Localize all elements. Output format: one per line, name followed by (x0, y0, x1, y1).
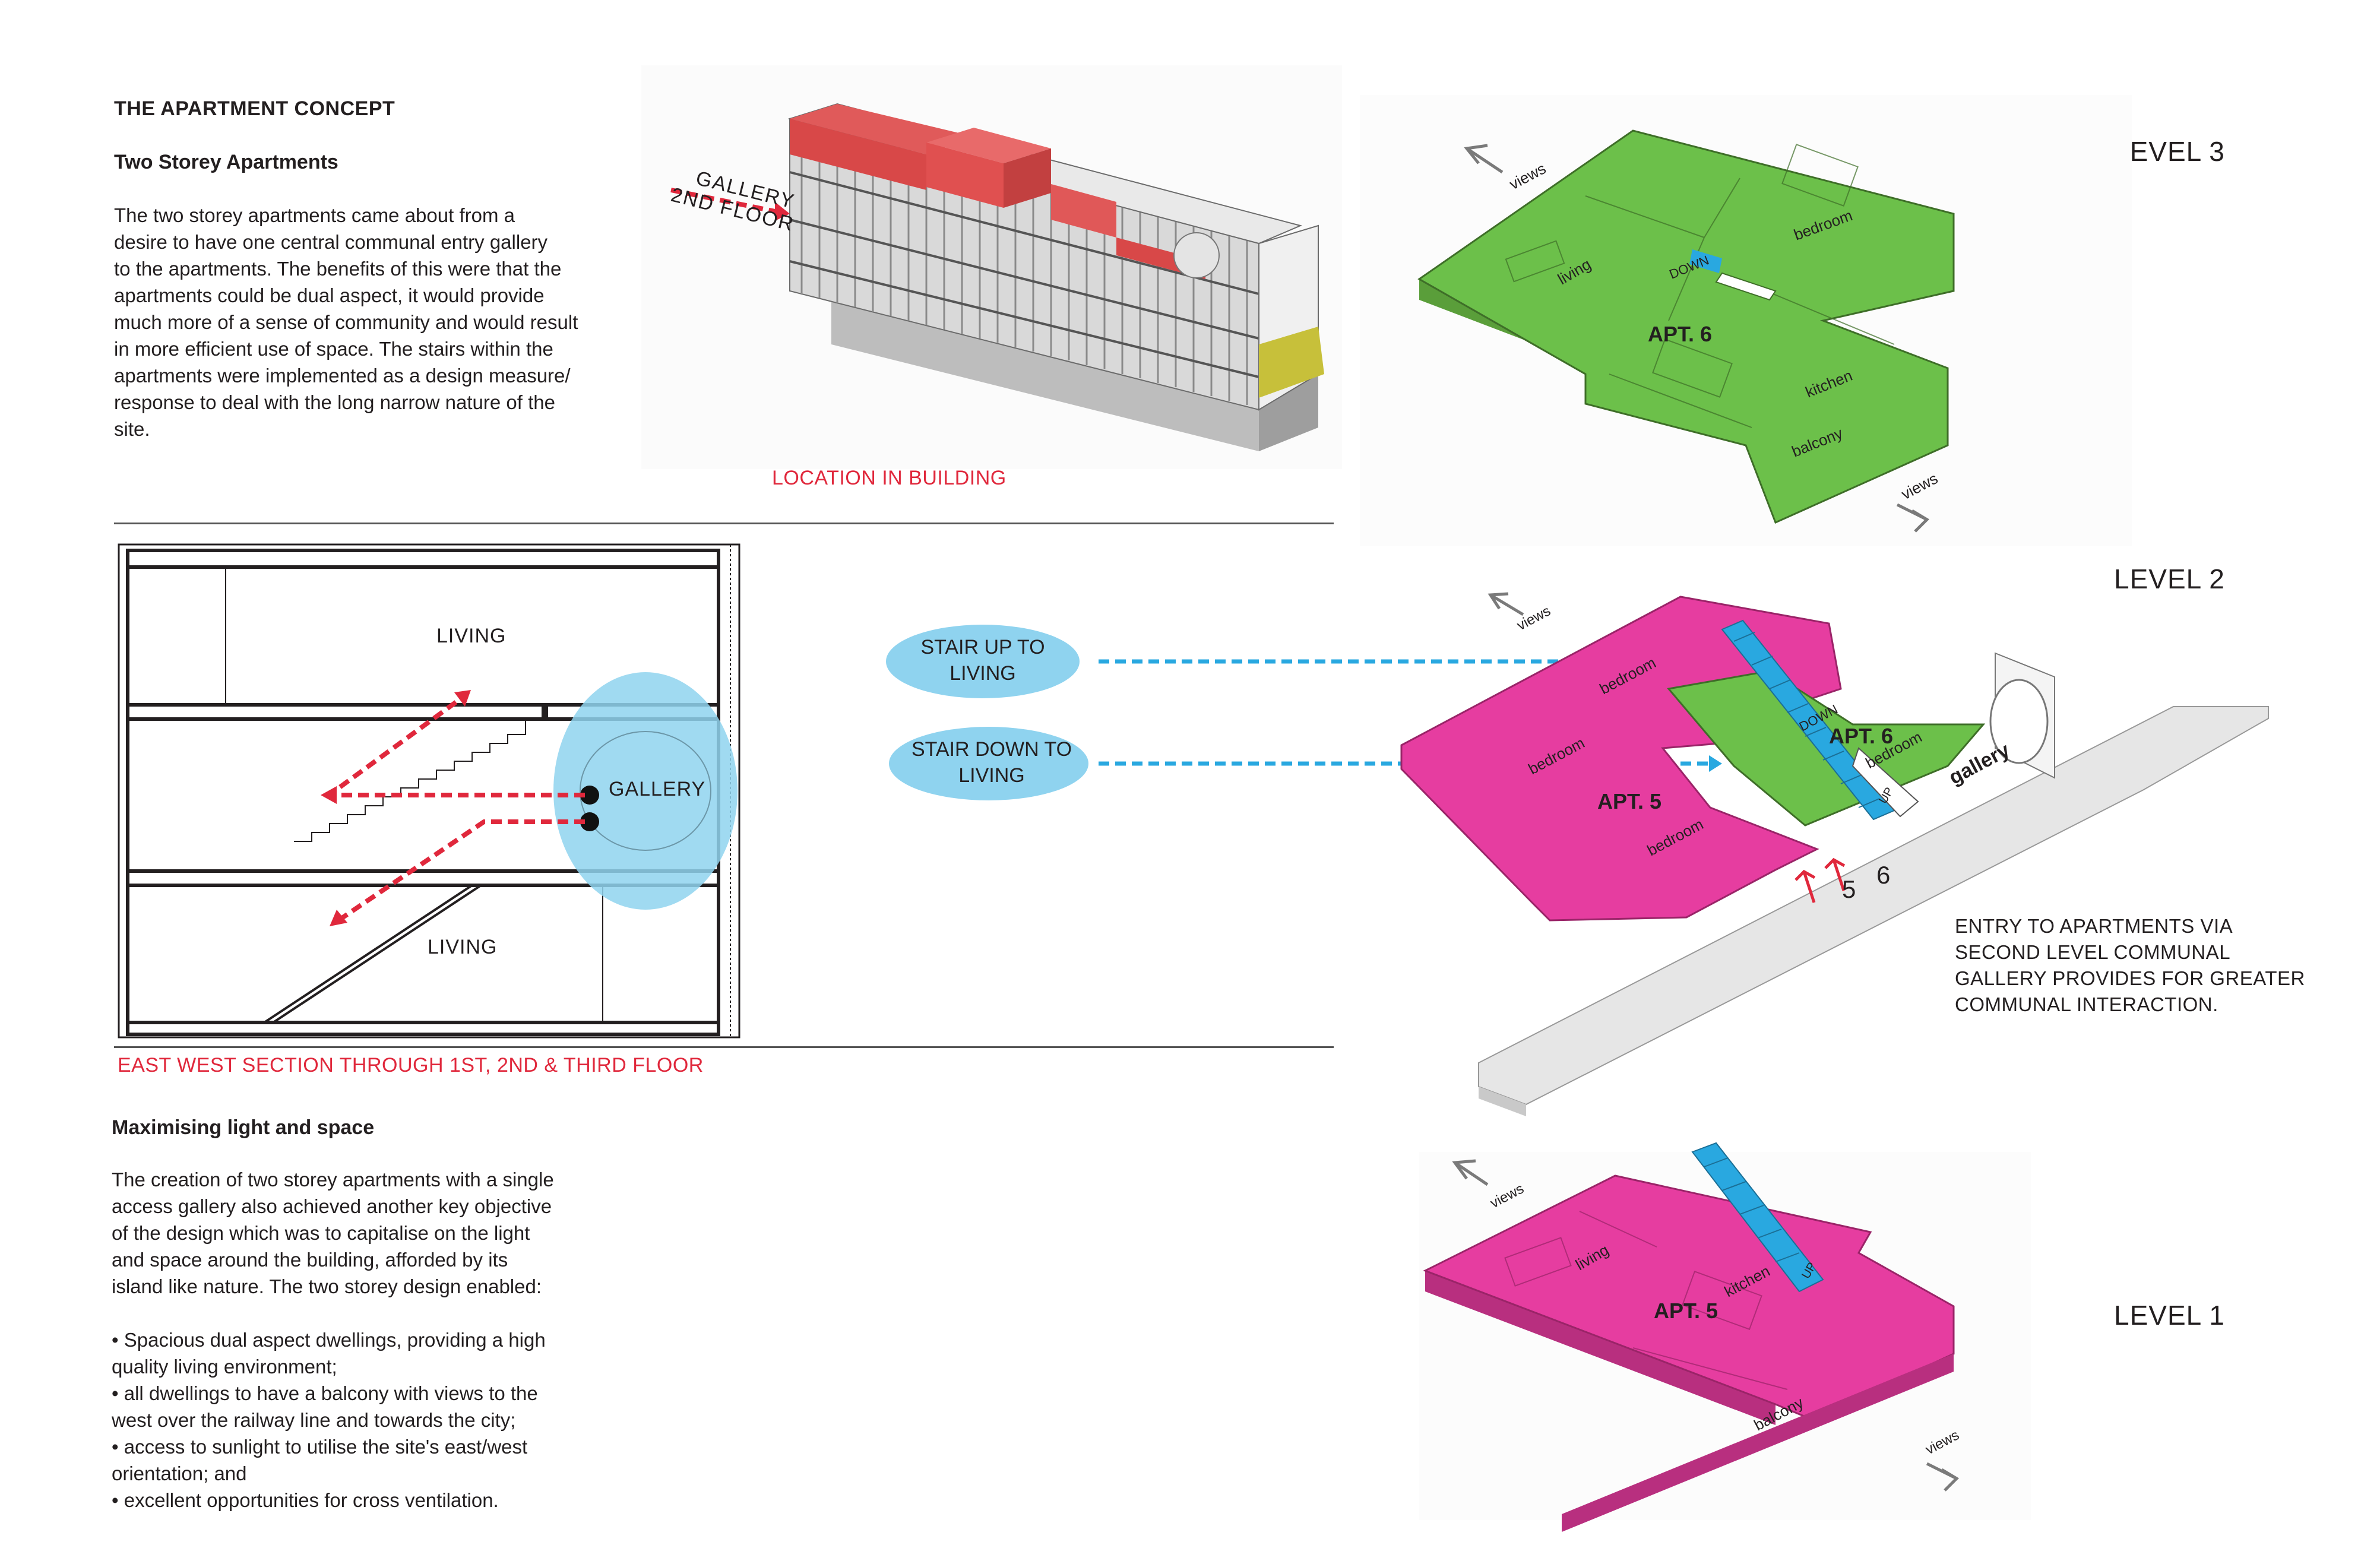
l1-apt-label: APT. 5 (1654, 1299, 1718, 1323)
level2-plan: views bedroom bedroom bedroom bedroom DO… (1400, 592, 2269, 1116)
level3-plan: views views living bedroom kitchen balco… (1360, 95, 2132, 546)
building-axonometric: GALLERY 2ND FLOOR (641, 65, 1342, 469)
l2-views: views (1514, 603, 1553, 634)
entry-note: ENTRY TO APARTMENTS VIA SECOND LEVEL COM… (1955, 915, 2305, 1015)
level2-label: LEVEL 2 (2114, 563, 2225, 594)
l1-stair-run (1691, 1142, 1824, 1293)
level1-plan: views views living kitchen balcony UP AP… (1419, 1142, 2031, 1532)
section-caption: EAST WEST SECTION THROUGH 1ST, 2ND & THI… (118, 1054, 704, 1077)
gallery-bubble (553, 672, 738, 910)
l1-floor (1423, 1174, 1955, 1420)
section-upper-living: LIVING (436, 625, 506, 647)
body2-body: The creation of two storey apartments wi… (112, 1169, 554, 1511)
page-title: THE APARTMENT CONCEPT (114, 97, 395, 120)
stair-up-bubble (886, 625, 1080, 698)
stair-down-label: STAIR DOWN TO LIVING (911, 738, 1072, 787)
stair-down-bubble (889, 727, 1088, 800)
intro-heading: Two Storey Apartments (114, 151, 338, 173)
l2-apt6-label: APT. 6 (1829, 724, 1893, 748)
body2-heading: Maximising light and space (112, 1116, 375, 1139)
l3-apt-label: APT. 6 (1648, 322, 1712, 346)
level1-label: LEVEL 1 (2114, 1300, 2225, 1331)
section-drawing: LIVING GALLERY LIVING (118, 543, 740, 1039)
divider-bottom (114, 1046, 1334, 1048)
entry-label-6: 6 (1876, 861, 1890, 889)
entry-label-5: 5 (1842, 875, 1856, 903)
section-lower-living: LIVING (428, 936, 497, 958)
section-gallery-label: GALLERY (609, 778, 705, 800)
stair-up-label: STAIR UP TO LIVING (920, 636, 1045, 685)
divider-top (114, 523, 1334, 524)
l2-apt5-label: APT. 5 (1597, 789, 1661, 813)
building-caption: LOCATION IN BUILDING (772, 467, 1007, 489)
intro-body: The two storey apartments came about fro… (114, 204, 578, 440)
level3-label: LEVEL 3 (2114, 136, 2225, 167)
